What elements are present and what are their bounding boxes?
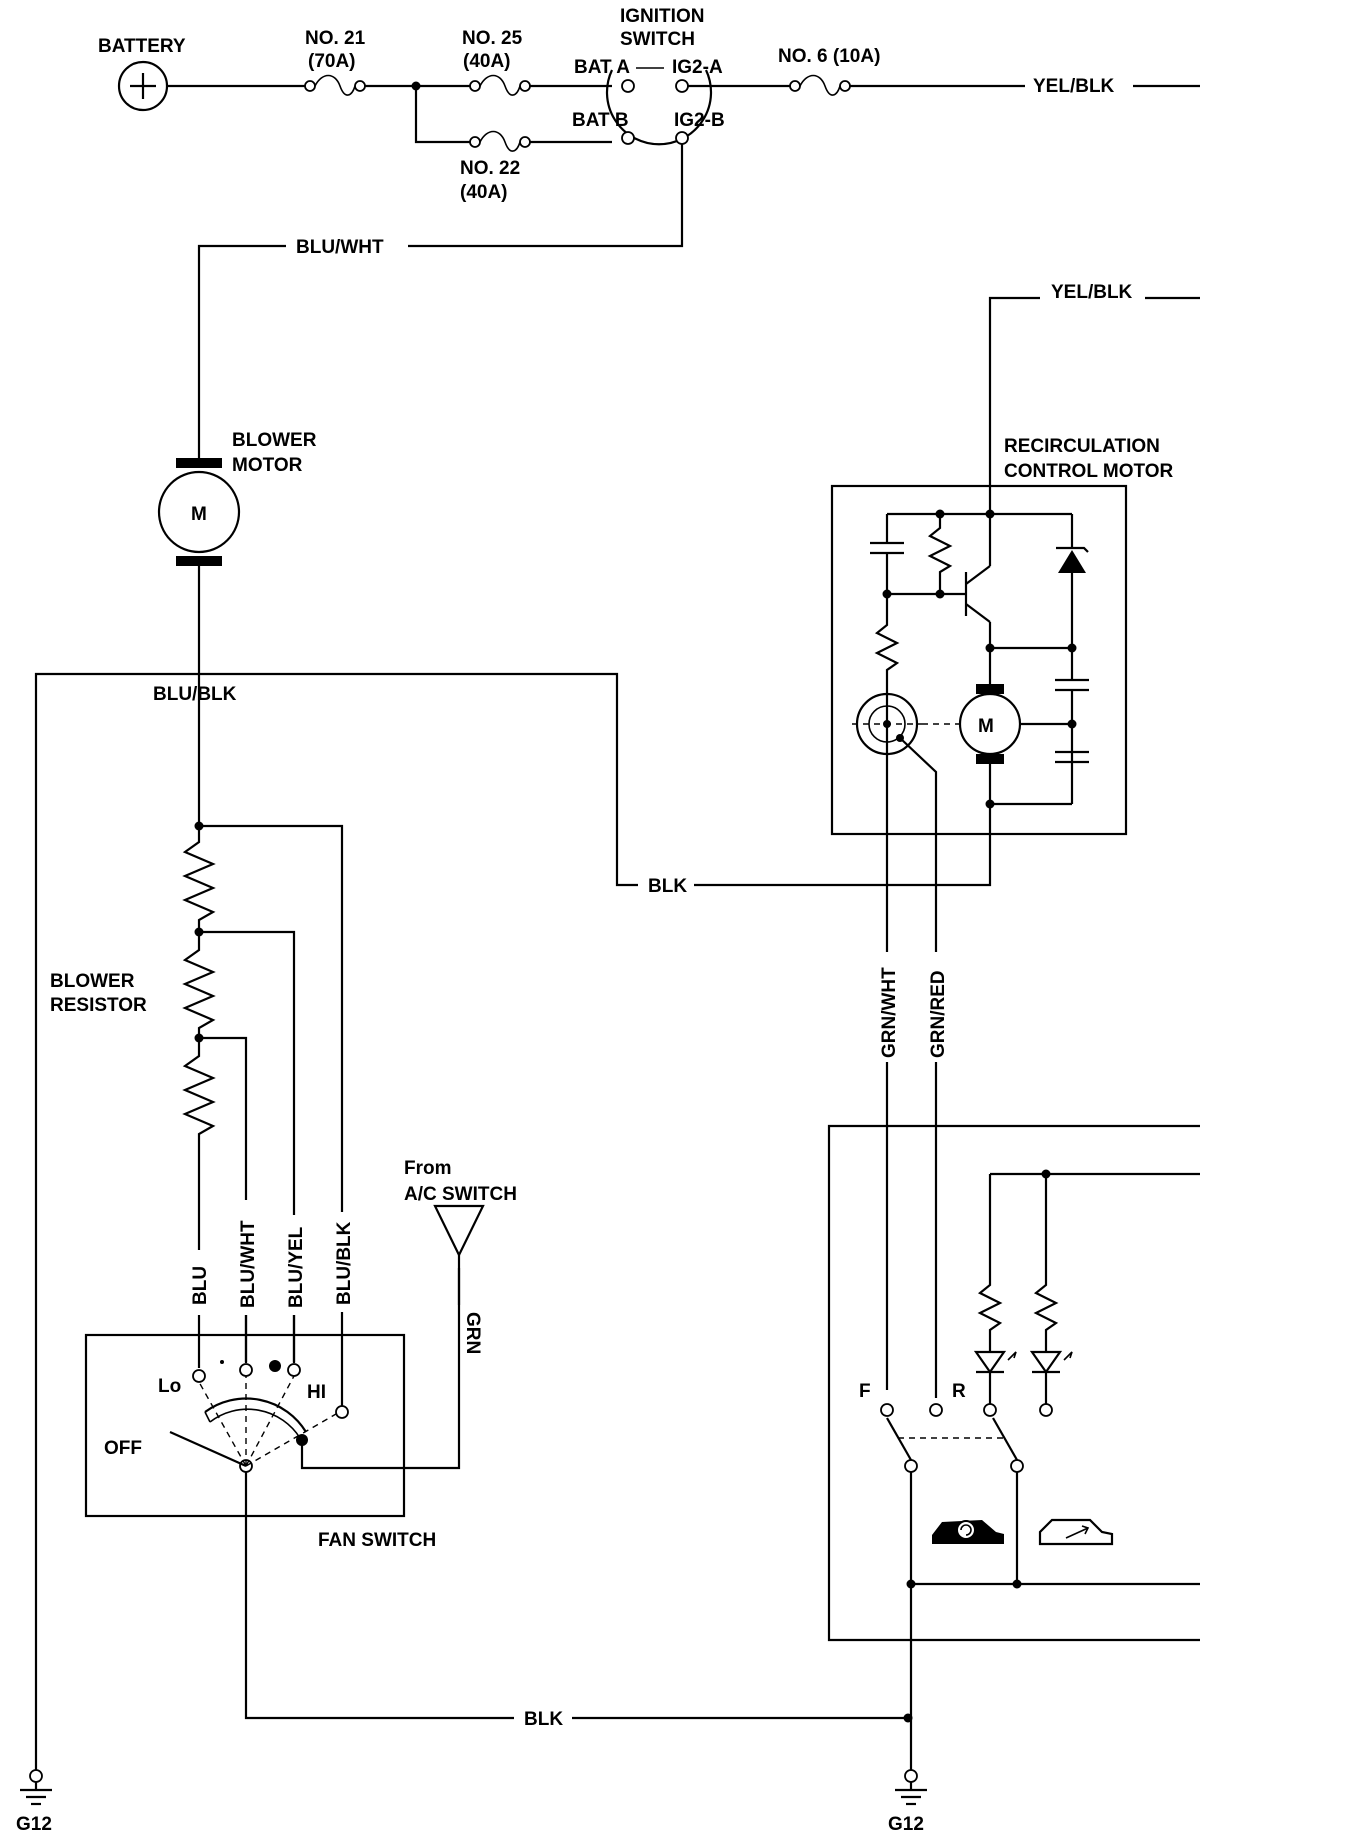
wire-yel-blk-right: YEL/BLK [1051,282,1133,303]
blower-motor-symbol: M [191,504,207,525]
wire-grn-red: GRN/RED [928,970,949,1058]
wire-blk-recirc: BLK [648,876,687,897]
recirc-motor-symbol: M [978,716,994,737]
wire-blk-bottom: BLK [524,1709,563,1730]
wire-blu-yel: BLU/YEL [286,1226,307,1308]
ac-switch-connector [433,1204,485,1305]
recirc-label-1: RECIRCULATION [1004,436,1160,457]
fan-switch-hi: HI [307,1382,326,1403]
bat-b-label: BAT B [572,110,629,131]
fuse-21 [304,74,366,96]
switch-r-label: R [952,1381,966,1402]
fuse-22-rating: (40A) [460,182,508,203]
battery-label: BATTERY [98,36,186,57]
fuse-6-label: NO. 6 (10A) [778,46,880,67]
recirculation-control-motor [830,484,1128,836]
battery [117,60,169,112]
fuse-21-label: NO. 21 [305,28,366,49]
fuse-25-rating: (40A) [463,51,511,72]
blower-motor-label-2: MOTOR [232,455,303,476]
wire-blu-wht-top: BLU/WHT [296,237,384,258]
blower-resistor-label-1: BLOWER [50,971,135,992]
recirculation-control-switch [827,1124,1200,1770]
ignition-switch-label-1: IGNITION [620,6,704,27]
fuse-25-label: NO. 25 [462,28,523,49]
wire-blu-blk-lower: BLU/BLK [334,1221,355,1305]
wire-blu-wht-lower: BLU/WHT [238,1220,259,1308]
blower-resistor [182,821,344,1412]
ig2a-label: IG2-A [672,57,723,78]
ac-switch-label: A/C SWITCH [404,1184,517,1205]
fan-switch-lo: Lo [158,1376,181,1397]
ground-left [20,1769,52,1806]
fuse-22 [469,130,531,152]
wire-grn-wht: GRN/WHT [879,967,900,1058]
fuse-21-rating: (70A) [308,51,356,72]
ac-from-label: From [404,1158,452,1179]
fuse-25 [469,74,531,96]
recirculate-car-icon [932,1520,1004,1544]
bat-a-label: BAT A [574,57,630,78]
fan-switch-label: FAN SWITCH [318,1530,436,1551]
wire-grn: GRN [462,1312,483,1354]
fresh-air-car-icon [1038,1518,1114,1546]
blower-resistor-label-2: RESISTOR [50,995,147,1016]
wire-blu-blk-main: BLU/BLK [153,684,237,705]
switch-f-label: F [859,1381,871,1402]
resistor-wire-labels: BLU BLU/WHT BLU/YEL BLU/BLK [189,1200,355,1315]
wire-yel-blk-top: YEL/BLK [1033,76,1115,97]
wire-blu: BLU [190,1266,211,1305]
recirc-label-2: CONTROL MOTOR [1004,461,1174,482]
ground-right-label: G12 [888,1814,924,1835]
fan-switch [84,1268,461,1518]
ignition-switch [605,67,713,146]
ground-left-label: G12 [16,1814,52,1835]
fan-switch-off: OFF [104,1438,142,1459]
blower-motor [157,458,241,566]
ground-right [895,1769,927,1806]
ig2b-label: IG2-B [674,110,725,131]
blower-motor-label-1: BLOWER [232,430,317,451]
ignition-switch-label-2: SWITCH [620,29,695,50]
fuse-6 [789,74,851,96]
fuse-22-label: NO. 22 [460,158,520,179]
